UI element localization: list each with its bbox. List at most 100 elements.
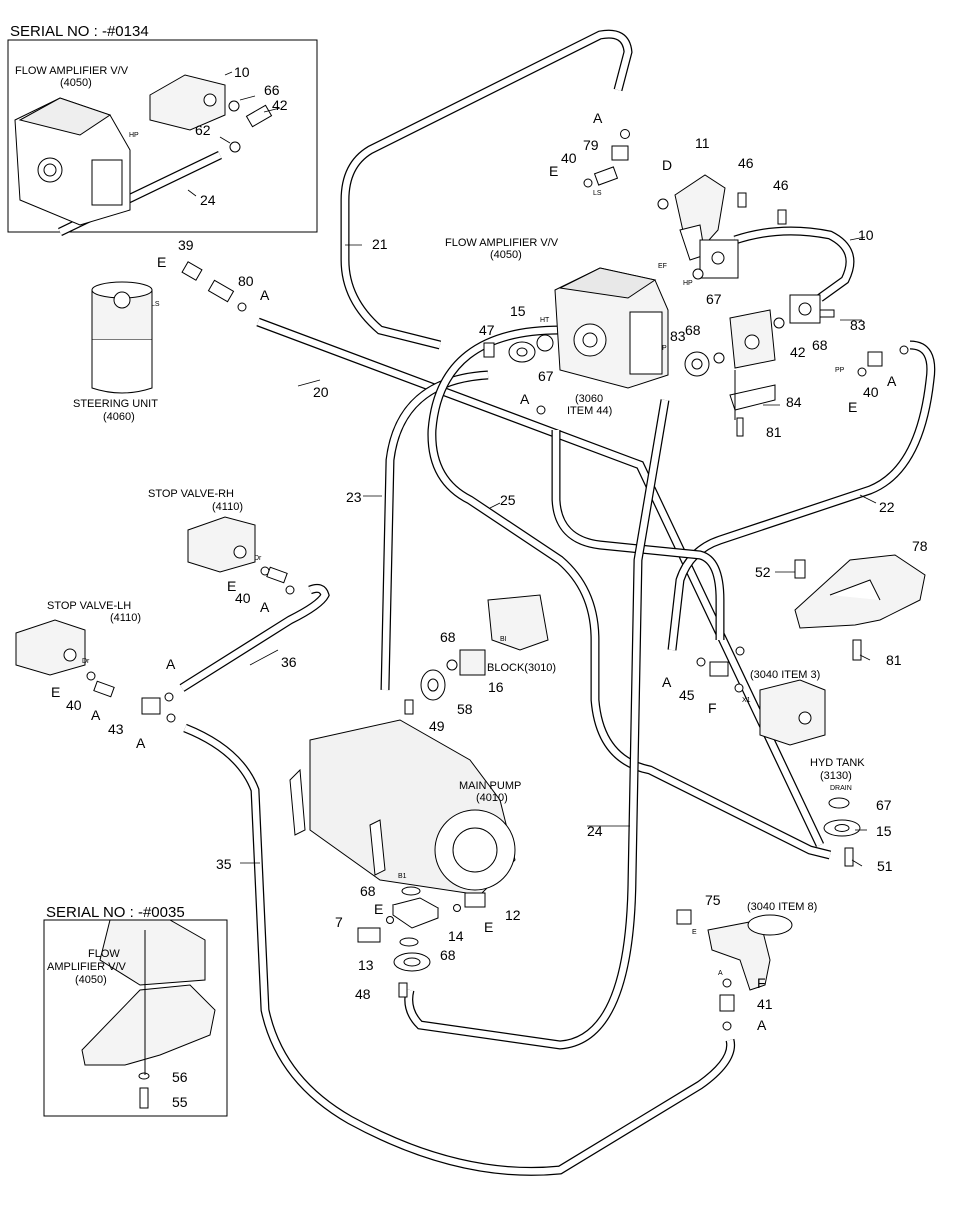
callout-78: 78 bbox=[912, 538, 928, 554]
callout-a7: A bbox=[91, 707, 101, 723]
stop-valve-rh bbox=[187, 516, 256, 573]
callout-40d: 40 bbox=[66, 697, 82, 713]
callout-47: 47 bbox=[479, 322, 495, 338]
callout-83a: 83 bbox=[670, 328, 686, 344]
label-flow-amp-bottom-3: (4050) bbox=[75, 974, 107, 986]
callout-52: 52 bbox=[755, 564, 771, 580]
callout-e5: E bbox=[51, 684, 60, 700]
port-mark-dr-lh: Dr bbox=[82, 658, 90, 665]
label-steering-unit: STEERING UNIT bbox=[73, 398, 158, 410]
text-labels: SERIAL NO : -#0134 SERIAL NO : -#0035 FL… bbox=[10, 23, 865, 986]
callout-68d: 68 bbox=[360, 883, 376, 899]
part-10-inset bbox=[149, 74, 226, 131]
callout-24b: 24 bbox=[587, 823, 603, 839]
o-rings bbox=[86, 100, 909, 1080]
callout-a4: A bbox=[887, 373, 897, 389]
port-mark-pp: PP bbox=[835, 367, 845, 374]
callout-48: 48 bbox=[355, 986, 371, 1002]
label-flow-amp-inset-code: (4050) bbox=[60, 77, 92, 89]
label-flow-amp-inset: FLOW AMPLIFIER V/V bbox=[15, 65, 129, 77]
label-hyd-tank-code: (3130) bbox=[820, 770, 852, 782]
label-main-pump: MAIN PUMP bbox=[459, 780, 521, 792]
port-mark-ls-left: LS bbox=[151, 301, 160, 308]
callout-13: 13 bbox=[358, 957, 374, 973]
callout-84: 84 bbox=[786, 394, 802, 410]
callout-25: 25 bbox=[500, 492, 516, 508]
callout-a10: A bbox=[757, 1017, 767, 1033]
part-10-right bbox=[699, 239, 821, 324]
port-mark-ef: EF bbox=[658, 263, 667, 270]
part-78-bracket bbox=[794, 554, 926, 629]
callout-20: 20 bbox=[313, 384, 329, 400]
port-mark-hp: HP bbox=[683, 280, 693, 287]
callout-40b: 40 bbox=[863, 384, 879, 400]
callout-36: 36 bbox=[281, 654, 297, 670]
callout-39: 39 bbox=[178, 237, 194, 253]
steering-unit bbox=[91, 281, 153, 394]
callout-40c: 40 bbox=[235, 590, 251, 606]
port-mark-ls-top: LS bbox=[593, 190, 602, 197]
inset-top bbox=[7, 39, 318, 233]
label-stop-valve-rh: STOP VALVE-RH bbox=[148, 488, 234, 500]
callout-22: 22 bbox=[879, 499, 895, 515]
hyd-tank-flange bbox=[823, 819, 861, 837]
part-13 bbox=[393, 952, 431, 972]
callout-a8: A bbox=[136, 735, 146, 751]
label-ref-3040-8: (3040 ITEM 8) bbox=[747, 901, 817, 913]
callout-numbers: 10 66 42 62 24 A 79 11 46 40 D E 46 21 1… bbox=[51, 64, 928, 1110]
callout-11: 11 bbox=[695, 135, 710, 151]
callout-10b: 10 bbox=[858, 227, 874, 243]
callout-e6: E bbox=[374, 901, 383, 917]
callout-68e: 68 bbox=[440, 947, 456, 963]
callout-e4: E bbox=[227, 578, 236, 594]
callout-58: 58 bbox=[457, 701, 473, 717]
callout-46b: 46 bbox=[773, 177, 789, 193]
callout-40a: 40 bbox=[561, 150, 577, 166]
callout-68b: 68 bbox=[812, 337, 828, 353]
callout-81b: 81 bbox=[886, 652, 902, 668]
callout-46a: 46 bbox=[738, 155, 754, 171]
callout-16: 16 bbox=[488, 679, 504, 695]
port-mark-p: P bbox=[662, 345, 667, 352]
callout-62: 62 bbox=[195, 122, 211, 138]
label-flow-amp-bottom-2: AMPLIFIER V/V bbox=[47, 961, 127, 973]
callout-81a: 81 bbox=[766, 424, 782, 440]
hose-10 bbox=[733, 226, 855, 302]
label-ref-3040-3: (3040 ITEM 3) bbox=[750, 669, 820, 681]
hose-23 bbox=[380, 370, 489, 691]
callout-e3: E bbox=[848, 399, 857, 415]
label-block: BLOCK(3010) bbox=[487, 662, 556, 674]
callout-67c: 67 bbox=[876, 797, 892, 813]
serial-number-top: SERIAL NO : -#0134 bbox=[10, 23, 149, 40]
callout-51: 51 bbox=[877, 858, 893, 874]
callout-a5: A bbox=[260, 599, 270, 615]
serial-number-bottom: SERIAL NO : -#0035 bbox=[46, 904, 185, 921]
callout-23: 23 bbox=[346, 489, 362, 505]
port-mark-drain: DRAIN bbox=[830, 785, 852, 792]
callout-15a: 15 bbox=[510, 303, 526, 319]
port-mark-a-small: A bbox=[718, 970, 723, 977]
callout-f1: F bbox=[708, 700, 717, 716]
hose-35 bbox=[183, 723, 736, 1176]
callout-49: 49 bbox=[429, 718, 445, 734]
hose-36 bbox=[179, 583, 330, 692]
callout-a2: A bbox=[260, 287, 270, 303]
block-3010 bbox=[459, 594, 549, 676]
label-main-pump-code: (4010) bbox=[476, 792, 508, 804]
hoses bbox=[58, 29, 936, 1176]
hose-21 bbox=[340, 29, 633, 350]
fittings bbox=[93, 104, 883, 1109]
hose-25 bbox=[427, 325, 832, 860]
part-42-block bbox=[729, 309, 776, 420]
callout-a3: A bbox=[520, 391, 530, 407]
inset-bottom-bracket bbox=[81, 919, 216, 1075]
callout-55: 55 bbox=[172, 1094, 188, 1110]
callout-83b: 83 bbox=[850, 317, 866, 333]
flange-rings bbox=[420, 341, 710, 701]
callout-a9: A bbox=[166, 656, 176, 672]
label-flow-amp-main: FLOW AMPLIFIER V/V bbox=[445, 237, 559, 249]
block-3040-3 bbox=[759, 679, 826, 746]
callout-10a: 10 bbox=[234, 64, 250, 80]
